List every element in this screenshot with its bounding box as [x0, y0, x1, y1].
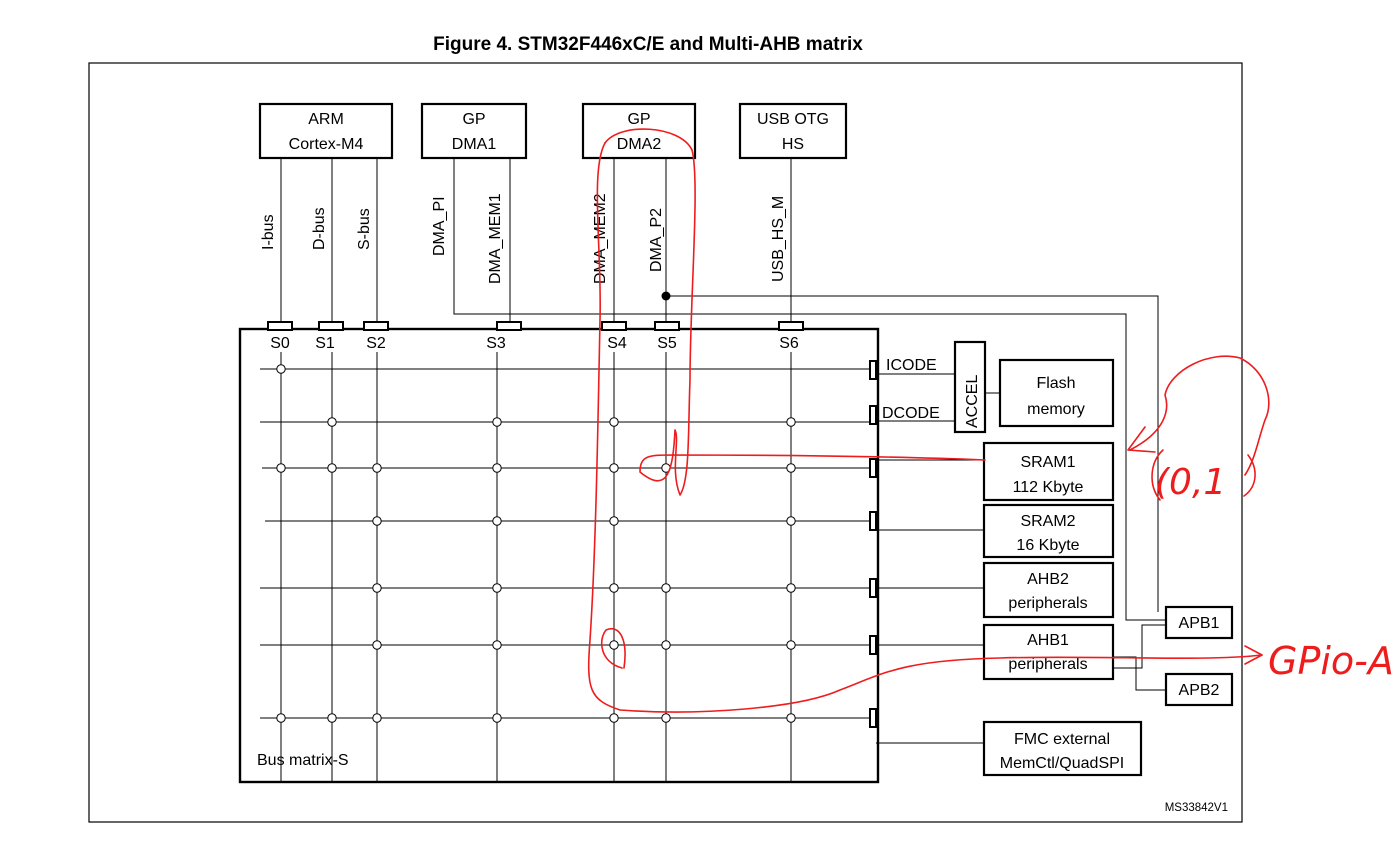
bus-label-dma-p2: DMA_P2: [648, 208, 665, 272]
handwritten-annotations: (0,1 GPio-A: [587, 128, 1394, 713]
flash-line2: memory: [1027, 401, 1085, 418]
ahb2-line1: AHB2: [1027, 571, 1069, 588]
apb2-label: APB2: [1179, 682, 1220, 699]
fmc-line1: FMC external: [1014, 731, 1110, 748]
master-dma2-line2: DMA2: [617, 136, 662, 153]
sram2-line2: 16 Kbyte: [1016, 537, 1079, 554]
icode-label: ICODE: [886, 357, 937, 374]
note-gpio-a: GPio-A: [1268, 639, 1394, 683]
master-cortex-m4: ARM Cortex-M4: [258, 102, 394, 160]
master-gp-dma2: GP DMA2: [581, 102, 697, 160]
bus-label-s-bus: S-bus: [356, 208, 373, 250]
bus-label-dma-pi: DMA_PI: [431, 196, 448, 256]
ahb1-line2: peripherals: [1008, 656, 1087, 673]
dcode-label: DCODE: [882, 405, 940, 422]
master-dma1-line1: GP: [462, 111, 485, 128]
sram1-line2: 112 Kbyte: [1013, 479, 1084, 496]
slave-wires: [876, 373, 1166, 744]
accel-block: ACCEL: [953, 340, 987, 434]
port-label-s0: S0: [270, 335, 290, 352]
port-label-s1: S1: [315, 335, 335, 352]
slave-ahb1-peripherals: AHB1 peripherals: [982, 623, 1115, 681]
master-usb-line1: USB OTG: [757, 111, 829, 128]
port-label-s2: S2: [366, 335, 386, 352]
master-usb-otg-hs: USB OTG HS: [738, 102, 848, 160]
apb2-bridge: APB2: [1164, 672, 1234, 707]
port-label-s3: S3: [486, 335, 506, 352]
port-label-s6: S6: [779, 335, 799, 352]
bus-label-dma-mem1: DMA_MEM1: [487, 193, 504, 284]
fmc-line2: MemCtl/QuadSPI: [1000, 755, 1124, 772]
bus-matrix-box: [238, 327, 880, 784]
figure-frame: [88, 62, 1243, 823]
slave-sram1: SRAM1 112 Kbyte: [982, 441, 1115, 502]
figure-title: Figure 4. STM32F446xC/E and Multi-AHB ma…: [433, 34, 863, 55]
master-bus-wires: [280, 158, 1166, 621]
accel-label: ACCEL: [964, 375, 981, 428]
matrix-junctions: [276, 364, 796, 723]
port-label-s5: S5: [657, 335, 677, 352]
sram1-line1: SRAM1: [1020, 454, 1075, 471]
ahb1-line1: AHB1: [1027, 632, 1069, 649]
master-dma1-line2: DMA1: [452, 136, 497, 153]
apb1-bridge: APB1: [1164, 605, 1234, 640]
matrix-horizontal-lines: [260, 368, 870, 719]
master-cortex-line2: Cortex-M4: [289, 136, 364, 153]
slave-sram2: SRAM2 16 Kbyte: [982, 503, 1115, 559]
bus-label-i-bus: I-bus: [260, 214, 277, 250]
matrix-right-connectors: [869, 360, 877, 728]
slave-fmc-external: FMC external MemCtl/QuadSPI: [982, 720, 1143, 777]
note-coordinate: (0,1: [1155, 462, 1226, 503]
sram2-line1: SRAM2: [1020, 513, 1075, 530]
port-label-s4: S4: [607, 335, 627, 352]
port-connectors: [267, 321, 804, 331]
slave-ahb2-peripherals: AHB2 peripherals: [982, 561, 1115, 619]
master-dma2-line1: GP: [627, 111, 650, 128]
bus-matrix-label: Bus matrix-S: [257, 752, 349, 769]
diagram-id: MS33842V1: [1165, 802, 1228, 814]
bus-label-dma-mem2: DMA_MEM2: [592, 193, 609, 284]
apb1-label: APB1: [1179, 615, 1220, 632]
bus-label-d-bus: D-bus: [311, 207, 328, 250]
master-usb-line2: HS: [782, 136, 804, 153]
ahb2-line2: peripherals: [1008, 595, 1087, 612]
master-gp-dma1: GP DMA1: [420, 102, 528, 160]
bus-label-usb-hs-m: USB_HS_M: [770, 196, 787, 282]
flash-line1: Flash: [1036, 375, 1075, 392]
slave-flash-memory: Flash memory: [998, 358, 1115, 428]
master-cortex-line1: ARM: [308, 111, 344, 128]
bus-junction-dot: [661, 291, 671, 301]
